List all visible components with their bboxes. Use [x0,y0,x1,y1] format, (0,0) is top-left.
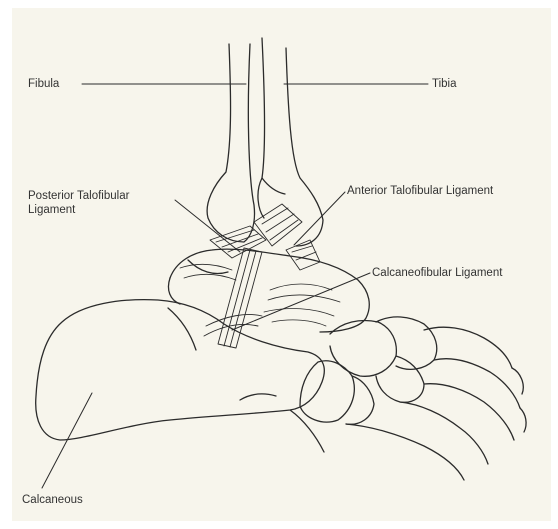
forefoot-bones [290,327,526,480]
calcaneofibular-ligament [204,248,262,348]
fibula-label: Fibula [28,77,59,91]
tibia-label: Tibia [432,77,457,91]
calcaneofibular-ligament-label: Calcaneofibular Ligament [372,266,502,280]
anterior-talofibular-leader [294,192,345,245]
calcaneous-label: Calcaneous [22,493,83,507]
anterior-talofibular-ligament-label: Anterior Talofibular Ligament [347,184,493,198]
fibula-bone [207,44,254,242]
tibia-bone [258,38,323,246]
posterior-talofibular-ligament-label: Posterior Talofibular Ligament [28,189,129,217]
talus-bone [168,249,369,332]
calcaneous-leader [42,393,92,488]
calcaneofibular-leader [232,273,370,330]
midfoot-bones [300,317,437,424]
anterior-talofibular-ligament [254,204,320,270]
